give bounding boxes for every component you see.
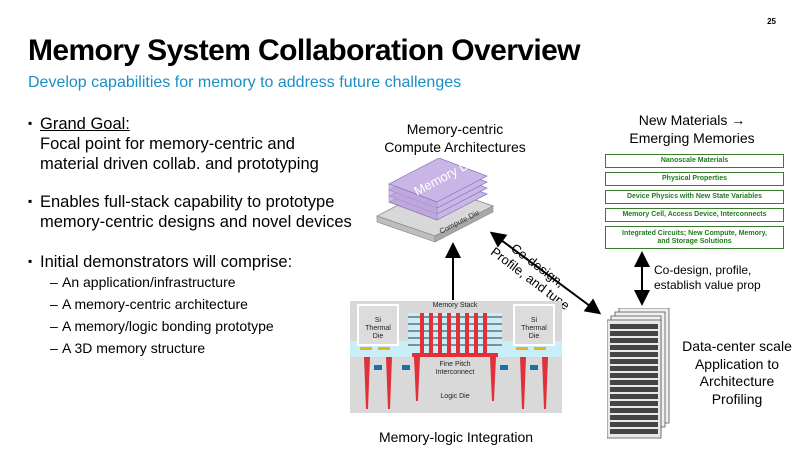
bullet-marker: ▪ bbox=[28, 254, 33, 268]
page-title: Memory System Collaboration Overview bbox=[28, 34, 581, 67]
page-number: 25 bbox=[767, 17, 776, 26]
bullet-marker: ▪ bbox=[28, 194, 33, 208]
datacenter-profiling-label: Data-center scale Application to Archite… bbox=[682, 338, 792, 407]
demonstrators-line1: Initial demonstrators will comprise: bbox=[40, 253, 293, 271]
materials-box-device-physics: Device Physics with New State Variables bbox=[605, 190, 784, 204]
new-materials-heading: New Materials → Emerging Memories bbox=[629, 112, 755, 146]
materials-box-memory-cell: Memory Cell, Access Device, Interconnect… bbox=[605, 208, 784, 222]
sub-item: –An application/infrastructure bbox=[50, 274, 236, 290]
compute-architectures-label: Memory-centric Compute Architectures bbox=[384, 121, 526, 155]
memory-die-stack-illustration: Memory Die Compute Die bbox=[375, 158, 495, 243]
sub-item: –A 3D memory structure bbox=[50, 340, 206, 356]
full-stack-line1: Enables full-stack capability to prototy… bbox=[40, 193, 335, 211]
sub-item: –A memory/logic bonding prototype bbox=[50, 318, 274, 334]
page-subtitle: Develop capabilities for memory to addre… bbox=[28, 74, 462, 91]
sub-item: –A memory-centric architecture bbox=[50, 296, 248, 312]
full-stack-line2: memory-centric designs and novel devices bbox=[40, 213, 352, 231]
codesign-value-label: Co-design, profile, establish value prop bbox=[654, 263, 761, 292]
materials-box-nanoscale: Nanoscale Materials bbox=[605, 154, 784, 168]
grand-goal-line1: Focal point for memory-centric and bbox=[40, 135, 295, 153]
materials-box-physical-properties: Physical Properties bbox=[605, 172, 784, 186]
bullet-marker: ▪ bbox=[28, 116, 33, 130]
grand-goal-line2: material driven collab. and prototyping bbox=[40, 155, 319, 173]
datacenter-servers-illustration bbox=[607, 308, 670, 439]
diagonal-double-arrow bbox=[489, 231, 602, 315]
memory-logic-integration-caption: Memory-logic Integration bbox=[378, 429, 534, 445]
logic-die-label: Logic Die bbox=[440, 393, 470, 400]
materials-box-integrated-circuits: Integrated Circuits; New Compute, Memory… bbox=[605, 226, 784, 249]
memory-stack-label: Memory Stack bbox=[432, 302, 478, 309]
grand-goal-heading: Grand Goal: bbox=[40, 115, 130, 133]
